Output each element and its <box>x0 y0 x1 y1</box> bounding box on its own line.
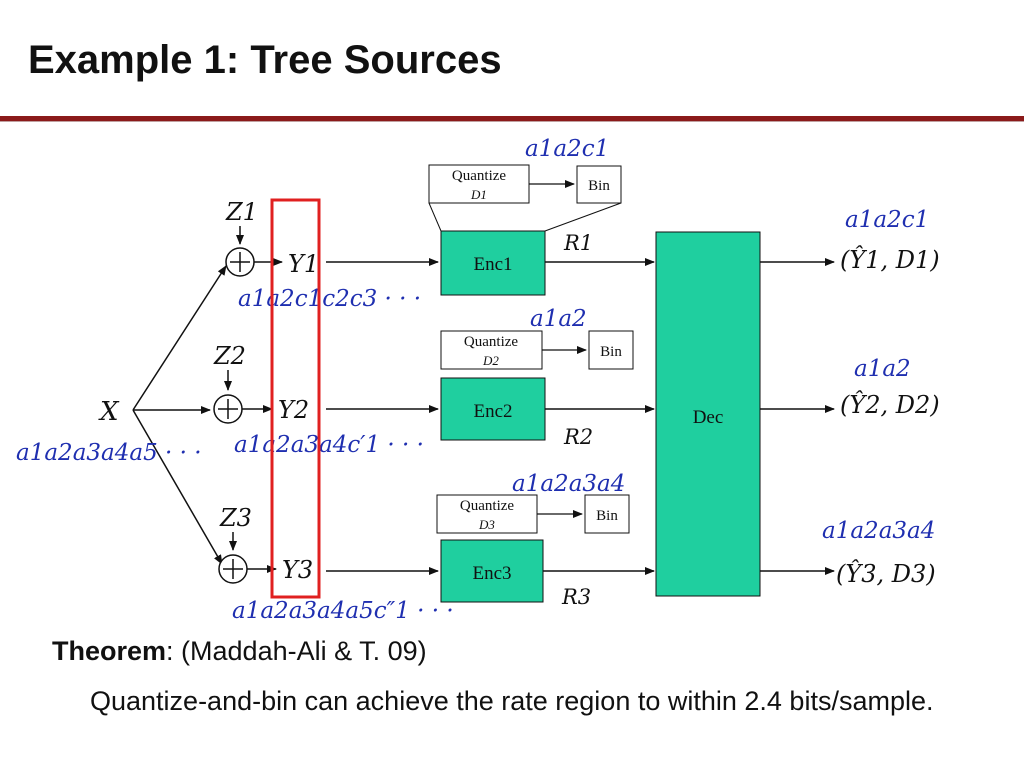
decoder-label: Dec <box>693 407 724 428</box>
y-highlight-box <box>270 198 321 599</box>
quantizer-2-label: Quantize <box>464 334 518 350</box>
bin-2-label: Bin <box>600 344 622 360</box>
bin-1-label: Bin <box>588 178 610 194</box>
encoder-2-label: Enc2 <box>473 401 512 422</box>
quantizer-1-d: D1 <box>470 187 487 202</box>
output-y3: Y3 <box>282 556 313 584</box>
estimate-2: (Ŷ2, D2) <box>840 390 940 419</box>
theorem-line: Theorem: (Maddah-Ali & T. 09) <box>52 636 427 667</box>
title-divider <box>0 116 1024 121</box>
estimate-1: (Ŷ1, D1) <box>840 245 940 274</box>
rate-r2: R2 <box>563 425 593 449</box>
decoder <box>655 231 761 597</box>
rate-r1: R1 <box>563 231 593 255</box>
bin-3 <box>584 494 630 534</box>
decoded-seq-2: a1a2 <box>854 356 911 382</box>
decoded-seq-1: a1a2c1 <box>845 207 929 233</box>
output-seq-2: a1a2a3a4c′1 · · · <box>234 432 424 458</box>
bin-seq-1: a1a2c1 <box>525 136 609 162</box>
source-x: X <box>98 397 120 427</box>
noise-z1: Z1 <box>225 198 258 226</box>
plus-icon <box>230 252 250 272</box>
branch-1: Z1 Y1 a1a2c1c2c3 · · · Enc1 Quantize D1 … <box>225 136 940 312</box>
source-sequence: a1a2a3a4a5 · · · <box>16 440 202 466</box>
encoder-1-label: Enc1 <box>473 254 512 275</box>
rate-r3: R3 <box>561 585 591 609</box>
quantizer-2-d: D2 <box>482 353 499 368</box>
bin-seq-3: a1a2a3a4 <box>512 471 625 497</box>
estimate-3: (Ŷ3, D3) <box>836 559 936 588</box>
branch-2: Z2 Y2 a1a2a3a4c′1 · · · Enc2 Quantize D2… <box>213 306 940 458</box>
tree-source-diagram: X a1a2a3a4a5 · · · Z1 Y1 a1a2c1c2c3 · · … <box>16 136 940 624</box>
theorem-label: Theorem <box>52 636 167 666</box>
output-seq-3: a1a2a3a4a5c″1 · · · <box>232 598 454 624</box>
slide-title: Example 1: Tree Sources <box>28 38 502 82</box>
bin-3-label: Bin <box>596 508 618 524</box>
bin-1 <box>576 165 622 204</box>
noise-z3: Z3 <box>219 504 252 532</box>
bin-2 <box>588 330 634 370</box>
quantizer-2 <box>440 330 543 370</box>
quantizer-3 <box>436 494 538 534</box>
source-seq: a1a2a3a4a5 · · · <box>16 440 202 466</box>
branch-3: Z3 Y3 a1a2a3a4a5c″1 · · · Enc3 Quantize … <box>218 471 936 624</box>
quantizer-1-label: Quantize <box>452 168 506 184</box>
quantizer-1 <box>428 164 530 204</box>
encoder-1 <box>440 230 546 296</box>
noise-z2: Z2 <box>213 342 246 370</box>
title-divider-shadow <box>0 121 1024 122</box>
tree-branches <box>132 265 227 565</box>
source-x-label: X <box>98 397 120 427</box>
quantizer-3-label: Quantize <box>460 498 514 514</box>
theorem-citation: : (Maddah-Ali & T. 09) <box>166 636 427 666</box>
bin-seq-2: a1a2 <box>530 306 587 332</box>
output-y1: Y1 <box>288 250 319 278</box>
plus-icon <box>218 399 238 419</box>
encoder-3-label: Enc3 <box>472 563 511 584</box>
plus-icon <box>223 559 243 579</box>
output-y2: Y2 <box>278 396 309 424</box>
decoded-seq-3: a1a2a3a4 <box>822 518 935 544</box>
output-seq-1: a1a2c1c2c3 · · · <box>238 286 421 312</box>
quantizer-3-d: D3 <box>478 517 495 532</box>
theorem-body: Quantize-and-bin can achieve the rate re… <box>90 686 934 716</box>
encoder-2 <box>440 377 546 441</box>
